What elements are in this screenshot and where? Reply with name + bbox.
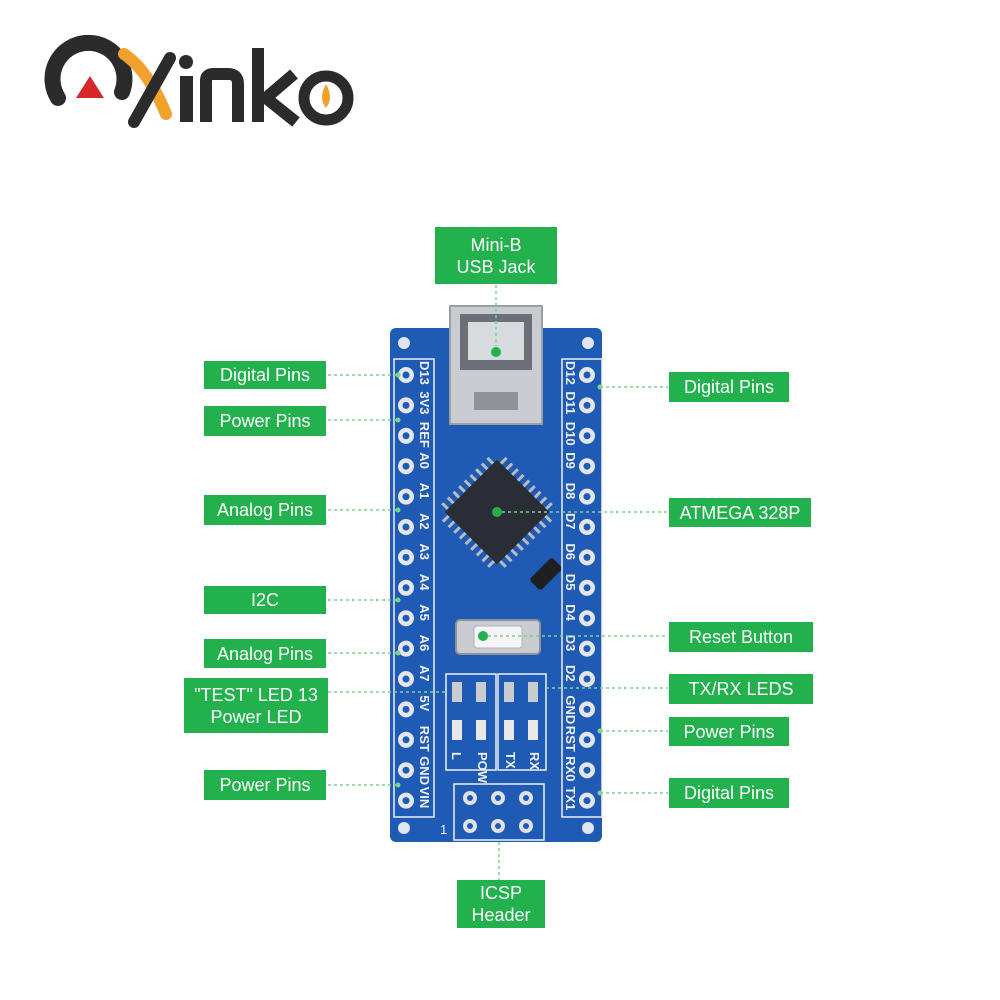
- right-pin-label: D12: [563, 361, 578, 385]
- left-pin-hole: [402, 614, 410, 622]
- label-power-pins-right: Power Pins: [669, 717, 789, 746]
- left-pin-hole: [402, 432, 410, 440]
- right-header-frame: [561, 358, 603, 818]
- right-pin-label: D3: [563, 635, 578, 652]
- left-pin-hole: [402, 584, 410, 592]
- led-label-tx: TX: [503, 752, 518, 769]
- right-pin-hole: [583, 675, 591, 683]
- right-pin-hole: [583, 705, 591, 713]
- right-pin-hole: [583, 462, 591, 470]
- right-pin-label: D9: [563, 452, 578, 469]
- right-pin-label: D11: [563, 391, 578, 414]
- right-pin-label: RX0: [563, 756, 578, 781]
- left-pin-hole: [402, 493, 410, 501]
- left-pin-label: A7: [417, 665, 432, 682]
- right-pin-label: D8: [563, 483, 578, 500]
- exinko-logo: eXinko: [44, 34, 354, 128]
- left-pin-label: D13: [417, 361, 432, 385]
- right-pin-hole: [583, 401, 591, 409]
- icsp-header: 1: [440, 783, 545, 841]
- left-pin-label: A5: [417, 604, 432, 621]
- right-pin-label: D2: [563, 665, 578, 682]
- left-pin-hole: [402, 705, 410, 713]
- right-pin-hole: [583, 553, 591, 561]
- led-labels: L POW TX RX: [449, 752, 542, 784]
- right-pin-hole: [583, 432, 591, 440]
- left-pin-hole: [402, 766, 410, 774]
- right-pin-hole: [583, 736, 591, 744]
- label-power-pins-left-bottom: Power Pins: [204, 770, 326, 800]
- label-usb-jack: Mini-B USB Jack: [435, 227, 557, 284]
- label-analog-pins-left-top: Analog Pins: [204, 495, 326, 525]
- label-power-pins-left-top: Power Pins: [204, 406, 326, 436]
- pcb: [390, 328, 602, 842]
- left-pin-hole: [402, 736, 410, 744]
- left-pin-label: RST: [417, 726, 432, 752]
- right-pin-hole: [583, 371, 591, 379]
- left-pin-label: 3V3: [417, 391, 432, 414]
- left-pin-label: A1: [417, 483, 432, 500]
- label-reset-button: Reset Button: [669, 622, 813, 652]
- left-pin-label: VIN: [417, 787, 432, 809]
- left-pin-hole: [402, 645, 410, 653]
- right-pin-label: TX1: [563, 787, 578, 811]
- left-pin-hole: [402, 371, 410, 379]
- right-pin-hole: [583, 614, 591, 622]
- left-pin-hole: [402, 523, 410, 531]
- left-pin-hole: [402, 462, 410, 470]
- right-pin-hole: [583, 766, 591, 774]
- reset-button: [455, 619, 541, 655]
- label-digital-pins-left: Digital Pins: [204, 361, 326, 389]
- icsp-pin1-label: 1: [440, 822, 447, 837]
- label-icsp-header: ICSP Header: [457, 880, 545, 928]
- left-pin-label: A6: [417, 635, 432, 652]
- left-pin-hole: [402, 401, 410, 409]
- left-pin-label: A4: [417, 574, 432, 591]
- right-pin-label: D6: [563, 543, 578, 560]
- right-pin-label: GND: [563, 695, 578, 724]
- right-pin-label: D4: [563, 604, 578, 621]
- right-pin-label: D5: [563, 574, 578, 591]
- left-pin-label: A3: [417, 543, 432, 560]
- right-pin-hole: [583, 645, 591, 653]
- led-label-pow: POW: [475, 752, 490, 784]
- label-atmega: ATMEGA 328P: [669, 498, 811, 527]
- led-label-rx: RX: [527, 752, 542, 770]
- left-pin-label: A2: [417, 513, 432, 530]
- left-pin-label: A0: [417, 452, 432, 469]
- right-pin-hole: [583, 493, 591, 501]
- led-label-l: L: [449, 752, 464, 760]
- right-pin-label: D10: [563, 422, 578, 446]
- left-pin-label: REF: [417, 422, 432, 448]
- left-pin-hole: [402, 553, 410, 561]
- label-digital-pins-right-top: Digital Pins: [669, 372, 789, 402]
- right-pin-hole: [583, 523, 591, 531]
- label-txrx-leds: TX/RX LEDS: [669, 674, 813, 704]
- right-pin-label: RST: [563, 726, 578, 752]
- right-pin-hole: [583, 584, 591, 592]
- right-pin-hole: [583, 797, 591, 805]
- label-digital-pins-right-bottom: Digital Pins: [669, 778, 789, 808]
- label-analog-pins-left-bottom: Analog Pins: [204, 639, 326, 668]
- left-pin-hole: [402, 675, 410, 683]
- left-pin-label: 5V: [417, 695, 432, 711]
- left-pin-label: GND: [417, 756, 432, 785]
- left-pin-hole: [402, 797, 410, 805]
- label-test-led: "TEST" LED 13 Power LED: [184, 678, 328, 733]
- left-header-frame: [393, 358, 435, 818]
- right-pin-label: D7: [563, 513, 578, 530]
- label-i2c: I2C: [204, 586, 326, 614]
